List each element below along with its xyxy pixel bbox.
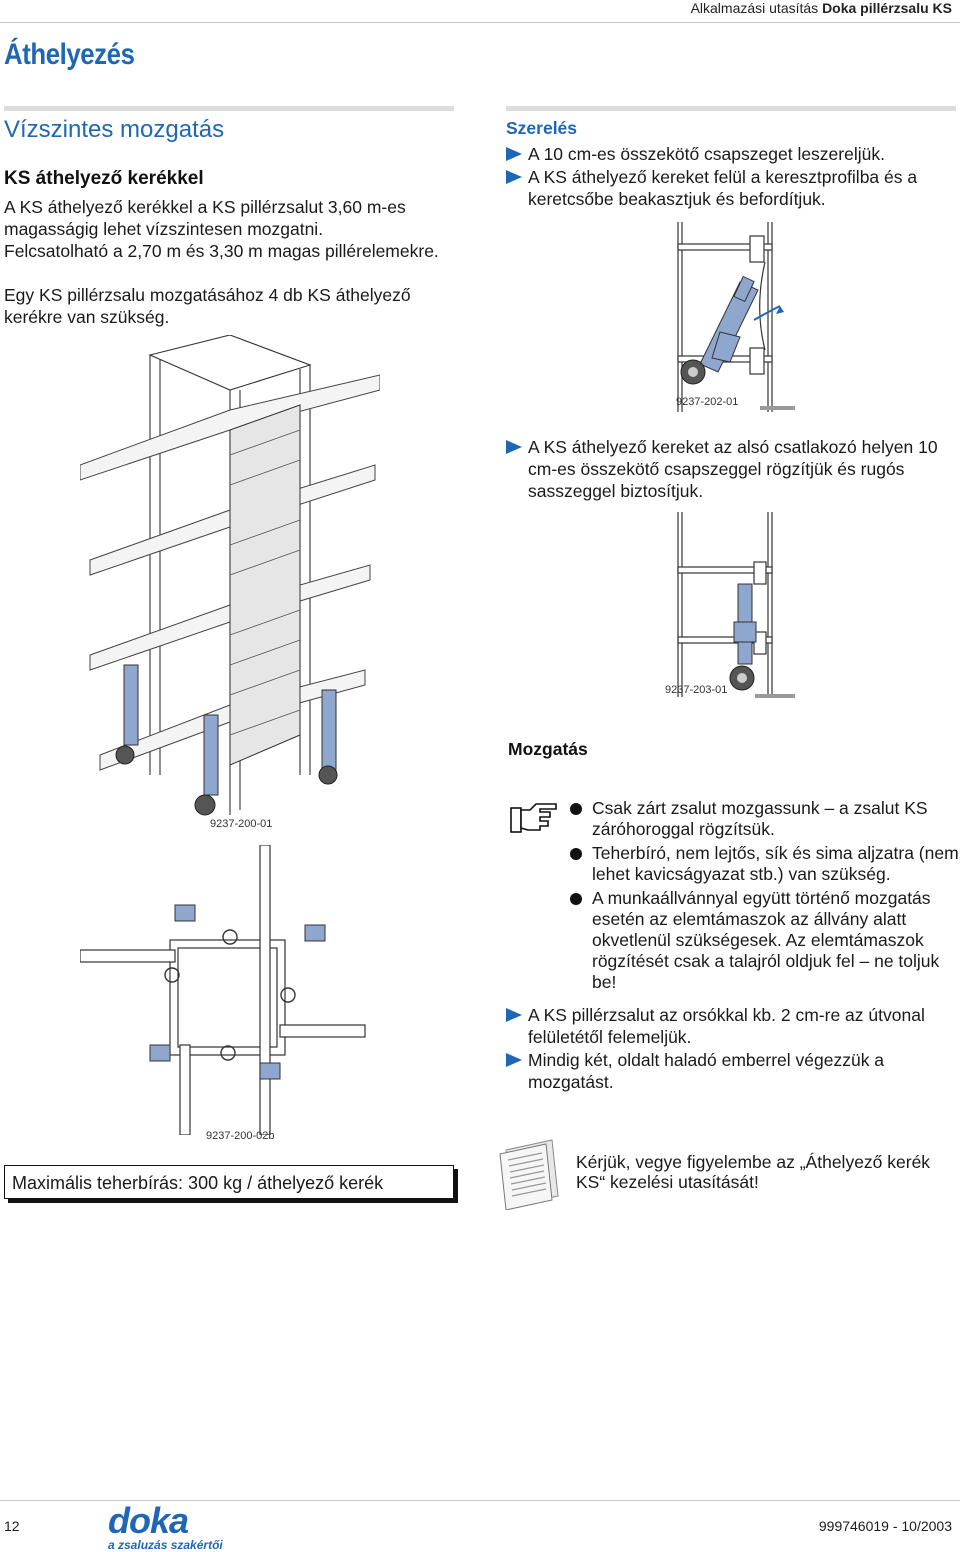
figure-code: 9237-200-01 bbox=[210, 818, 273, 830]
section-rule-left bbox=[4, 106, 454, 111]
header-prefix: Alkalmazási utasítás bbox=[690, 0, 823, 16]
arrow-icon bbox=[506, 147, 522, 161]
step-text: A 10 cm-es összekötő csapszeget leszerel… bbox=[528, 144, 885, 164]
wheel-mounting-bottom-figure bbox=[677, 512, 795, 698]
movement-step: A KS pillérzsalut az orsókkal kb. 2 cm-r… bbox=[506, 1004, 956, 1048]
bullet-text: A munkaállvánnyal együtt történő mozgatá… bbox=[592, 888, 940, 992]
reference-note: Kérjük, vegye figyelembe az „Áthelyező k… bbox=[576, 1152, 931, 1192]
logo-wordmark: doka bbox=[108, 1500, 189, 1541]
arrow-icon bbox=[506, 1008, 522, 1022]
subsection-title: KS áthelyező kerékkel bbox=[4, 168, 204, 189]
column-formwork-isometric-figure bbox=[80, 335, 380, 816]
document-icon bbox=[499, 1139, 559, 1210]
section-title: Vízszintes mozgatás bbox=[4, 116, 225, 143]
logo-tagline: a zsaluzás szakértői bbox=[108, 1538, 223, 1552]
assembly-step: A KS áthelyező kereket az alsó csatlakoz… bbox=[506, 436, 956, 502]
movement-bullet: A munkaállvánnyal együtt történő mozgatá… bbox=[570, 888, 960, 993]
page-title: Áthelyezés bbox=[4, 38, 135, 71]
assembly-heading: Szerelés bbox=[506, 118, 578, 138]
arrow-icon bbox=[506, 1053, 522, 1067]
movement-step: Mindig két, oldalt haladó emberrel végez… bbox=[506, 1049, 956, 1093]
intro-paragraph: Felcsatolható a 2,70 m és 3,30 m magas p… bbox=[4, 241, 439, 261]
bullet-icon bbox=[570, 803, 582, 815]
bullet-text: Teherbíró, nem lejtős, sík és sima aljza… bbox=[592, 843, 959, 884]
movement-bullet: Csak zárt zsalut mozgassunk – a zsalut K… bbox=[570, 798, 960, 840]
header-product: Doka pillérzsalu KS bbox=[822, 0, 952, 16]
assembly-step: A KS áthelyező kereket felül a keresztpr… bbox=[506, 166, 956, 210]
running-header: Alkalmazási utasítás Doka pillérzsalu KS bbox=[691, 0, 952, 16]
bullet-text: Csak zárt zsalut mozgassunk – a zsalut K… bbox=[592, 798, 928, 839]
document-number: 999746019 - 10/2003 bbox=[818, 1518, 952, 1534]
section-rule-right bbox=[506, 106, 956, 111]
arrow-icon bbox=[506, 170, 522, 184]
step-text: A KS áthelyező kereket az alsó csatlakoz… bbox=[528, 437, 938, 501]
page-number: 12 bbox=[4, 1518, 20, 1534]
figure-code: 9237-200-02b bbox=[206, 1130, 275, 1142]
header-divider bbox=[0, 22, 960, 23]
column-formwork-plan-figure bbox=[80, 845, 366, 1135]
figure-code: 9237-203-01 bbox=[665, 684, 728, 696]
intro-paragraph: Egy KS pillérzsalu mozgatásához 4 db KS … bbox=[4, 285, 411, 327]
bullet-icon bbox=[570, 893, 582, 905]
bullet-icon bbox=[570, 848, 582, 860]
assembly-step: A 10 cm-es összekötő csapszeget leszerel… bbox=[506, 143, 956, 165]
step-text: A KS áthelyező kereket felül a keresztpr… bbox=[528, 167, 918, 209]
doka-logo: doka a zsaluzás szakértői bbox=[108, 1500, 248, 1552]
movement-bullet: Teherbíró, nem lejtős, sík és sima aljza… bbox=[570, 843, 960, 885]
step-text: Mindig két, oldalt haladó emberrel végez… bbox=[528, 1050, 885, 1092]
pointing-hand-icon bbox=[510, 803, 557, 833]
arrow-icon bbox=[506, 440, 522, 454]
intro-paragraph: A KS áthelyező kerékkel a KS pillérzsalu… bbox=[4, 197, 406, 239]
wheel-mounting-top-figure bbox=[677, 222, 795, 412]
movement-heading: Mozgatás bbox=[508, 739, 588, 759]
step-text: A KS pillérzsalut az orsókkal kb. 2 cm-r… bbox=[528, 1005, 925, 1047]
figure-code: 9237-202-01 bbox=[676, 396, 739, 408]
max-load-box: Maximális teherbírás: 300 kg / áthelyező… bbox=[4, 1165, 454, 1199]
footer-divider bbox=[0, 1500, 960, 1501]
